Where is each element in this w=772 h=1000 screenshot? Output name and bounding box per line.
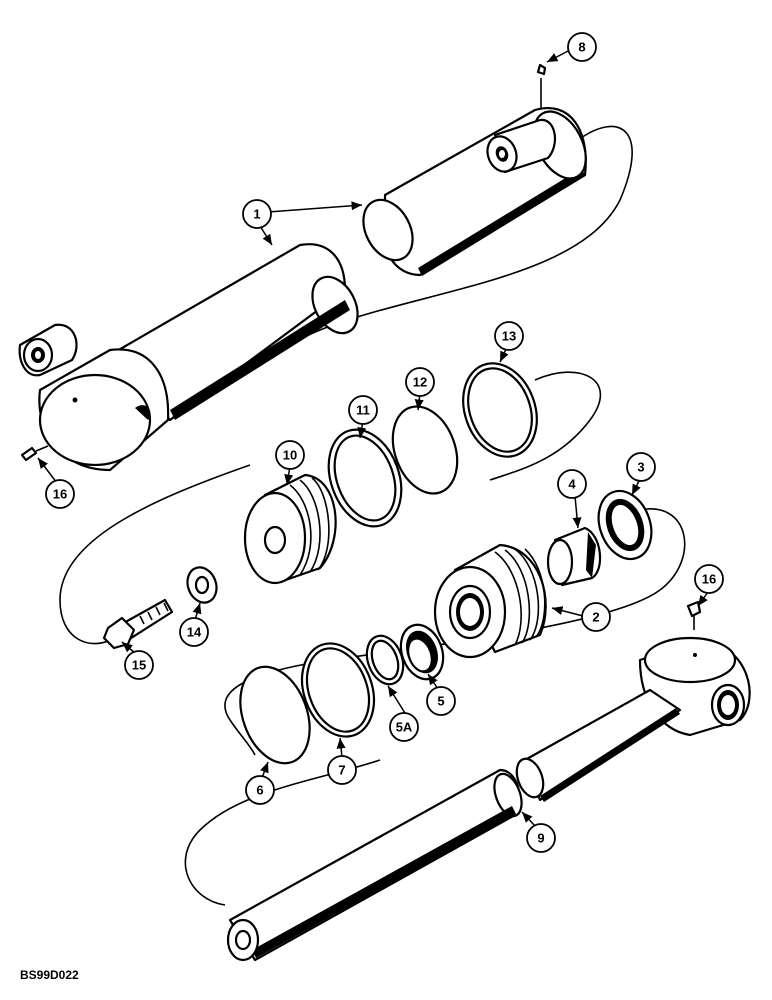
callout-9: 9 [526, 823, 556, 853]
callout-11: 11 [348, 395, 378, 425]
callout-5-label: 5 [437, 694, 444, 709]
piston-10 [243, 473, 337, 585]
backup-ring-7 [300, 642, 376, 738]
grease-fitting-top [536, 63, 547, 108]
callout-11-label: 11 [356, 403, 370, 418]
callout-5: 5 [426, 686, 456, 716]
callout-13-label: 13 [502, 329, 516, 344]
callout-12-label: 12 [413, 375, 427, 390]
callout-4-label: 4 [568, 477, 576, 492]
bolt-15 [102, 598, 174, 650]
callout-5a: 5A [389, 712, 419, 742]
callout-4: 4 [557, 469, 587, 499]
callout-14: 14 [179, 617, 209, 647]
assembly-loop-piston [59, 464, 251, 645]
callout-12: 12 [405, 367, 435, 397]
rod-seal-5 [399, 623, 445, 681]
callout-1: 1 [242, 199, 272, 229]
callout-13: 13 [494, 321, 524, 351]
callout-6-label: 6 [256, 783, 263, 798]
callout-15-label: 15 [132, 658, 146, 673]
callout-9-label: 9 [537, 831, 544, 846]
callout-1-label: 1 [253, 207, 260, 222]
callout-10: 10 [275, 440, 305, 470]
o-ring-12 [391, 405, 459, 495]
callout-16-left-label: 16 [53, 487, 67, 502]
callout-8: 8 [567, 32, 597, 62]
wiper-seal-3 [597, 489, 653, 561]
cylinder-barrel-rear [362, 107, 587, 277]
callout-7: 7 [327, 755, 357, 785]
washer-14 [186, 566, 218, 604]
piston-rod-9 [226, 636, 751, 962]
callout-7-label: 7 [338, 763, 345, 778]
backup-ring-5a [365, 634, 405, 686]
callout-16-left: 16 [45, 479, 75, 509]
callout-14-label: 14 [187, 625, 202, 640]
figure-code: BS99D022 [20, 968, 79, 982]
callout-6: 6 [245, 775, 275, 805]
callout-3: 3 [626, 452, 656, 482]
grease-fitting-rod-eye [686, 600, 702, 630]
backup-ring-13 [462, 362, 538, 458]
callout-10-label: 10 [283, 448, 297, 463]
callout-3-label: 3 [637, 460, 644, 475]
callout-15: 15 [124, 650, 154, 680]
callout-2: 2 [581, 602, 611, 632]
callout-16-rod-label: 16 [702, 572, 716, 587]
callout-5a-label: 5A [396, 720, 413, 735]
callout-2-label: 2 [592, 610, 599, 625]
assembly-loop-rod [184, 759, 381, 906]
assembly-loop-barrel [249, 125, 633, 361]
callout-8-label: 8 [578, 40, 585, 55]
wear-ring-11 [327, 428, 403, 528]
assembly-loop-seals [489, 371, 602, 481]
grease-fitting-left [20, 445, 49, 462]
gland-2 [433, 543, 547, 659]
callout-16-rod: 16 [694, 564, 724, 594]
cylinder-barrel-front [18, 243, 359, 472]
o-ring-6 [239, 665, 311, 765]
bushing-4 [546, 526, 602, 587]
